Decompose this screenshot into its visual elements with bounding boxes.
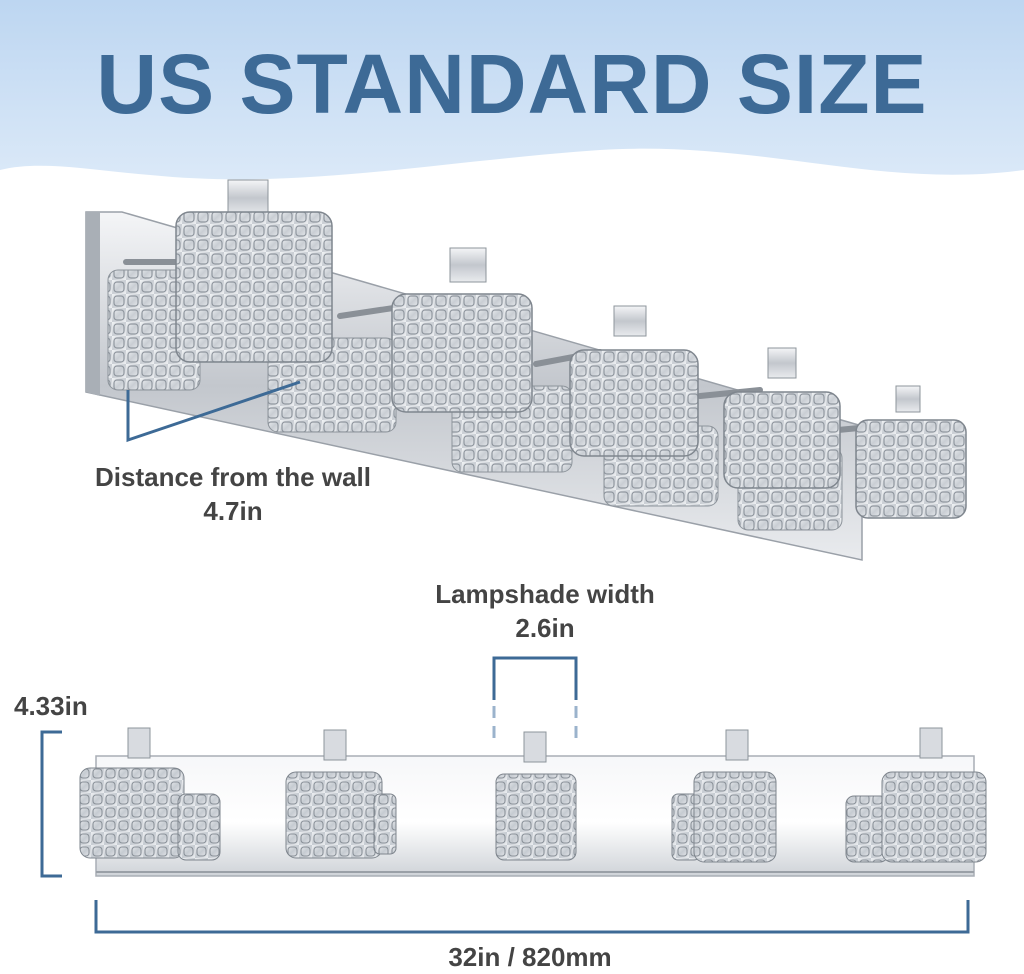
lampshade-width-label: Lampshade width 2.6in [410, 577, 680, 645]
length-value: 32in / 820mm [448, 942, 612, 972]
height-bracket [40, 730, 62, 878]
wall-distance-value: 4.7in [203, 496, 263, 526]
wall-distance-title: Distance from the wall [95, 462, 371, 492]
shade-front-3 [569, 305, 699, 457]
front-shade-4 [671, 729, 777, 863]
shade-front-2 [391, 247, 533, 413]
lampshade-width-bracket [492, 656, 578, 744]
shade-front-1 [175, 179, 333, 363]
front-shade-2 [285, 729, 397, 859]
shade-front-5 [855, 385, 967, 519]
wall-distance-line [126, 380, 301, 443]
front-shade-5 [845, 727, 987, 863]
header-wave-background [0, 0, 1024, 180]
front-shade-1 [79, 727, 221, 861]
lampshade-width-title: Lampshade width [435, 579, 655, 609]
wall-distance-label: Distance from the wall 4.7in [78, 460, 388, 528]
length-bracket [94, 900, 970, 934]
front-shade-3 [495, 731, 577, 861]
shade-front-4 [723, 347, 841, 489]
page-title: US STANDARD SIZE [96, 37, 928, 131]
lampshade-width-value: 2.6in [515, 613, 575, 643]
height-value: 4.33in [14, 691, 88, 721]
